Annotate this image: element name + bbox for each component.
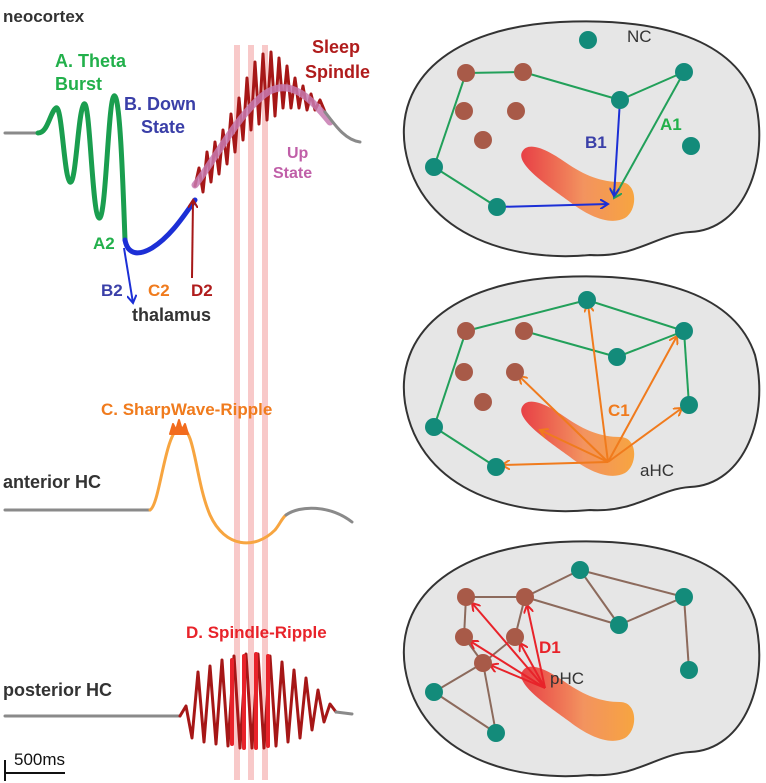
brown-nodes-mid bbox=[455, 322, 533, 411]
phc-label: pHC bbox=[550, 669, 584, 688]
anterior-hc-label: anterior HC bbox=[3, 472, 101, 492]
down-state-label-line1: B. Down bbox=[124, 94, 196, 114]
d2-arrow bbox=[192, 200, 193, 279]
brown-nodes-bot bbox=[455, 588, 534, 672]
a2-label: A2 bbox=[93, 234, 115, 253]
teal-nodes bbox=[425, 31, 700, 216]
baseline-right bbox=[323, 110, 362, 144]
b1-arrow-horizontal bbox=[496, 204, 608, 207]
down-state-trough bbox=[122, 197, 198, 256]
green-network-edges bbox=[433, 71, 685, 208]
theta-burst-wave bbox=[35, 93, 128, 243]
orange-arrows bbox=[502, 304, 682, 465]
scale-bar-label: 500ms bbox=[14, 750, 65, 769]
posterior-hc-trace bbox=[3, 652, 354, 750]
up-state-label-line1: Up bbox=[287, 145, 309, 162]
a1-label: A1 bbox=[660, 115, 682, 134]
brain-top: NC B1 A1 bbox=[402, 20, 761, 258]
teal-nodes-bot bbox=[425, 561, 698, 742]
brain-top-outline bbox=[402, 20, 761, 258]
a1-arrow bbox=[614, 71, 685, 198]
up-state-envelope bbox=[191, 84, 334, 189]
neocortex-trace bbox=[3, 50, 362, 256]
sharp-wave bbox=[148, 426, 288, 545]
c1-label: C1 bbox=[608, 401, 630, 420]
teal-nodes-mid bbox=[425, 291, 698, 476]
ripple-bursts bbox=[230, 652, 270, 750]
d1-label: D1 bbox=[539, 638, 561, 657]
up-state-label-line2: State bbox=[273, 165, 312, 182]
d2-label: D2 bbox=[191, 281, 213, 300]
b2-label: B2 bbox=[101, 281, 123, 300]
ripple-peak bbox=[169, 419, 189, 435]
thalamus-label: thalamus bbox=[132, 305, 211, 325]
red-arrows bbox=[470, 603, 546, 689]
down-state-label-line2: State bbox=[141, 117, 185, 137]
posterior-hc-label: posterior HC bbox=[3, 680, 112, 700]
brown-nodes bbox=[455, 63, 532, 149]
brain-mid-outline bbox=[402, 275, 761, 513]
sharpwave-ripple-title: C. SharpWave-Ripple bbox=[101, 400, 272, 419]
brain-mid: C1 aHC bbox=[402, 275, 761, 513]
c2-label: C2 bbox=[148, 281, 170, 300]
sleep-spindle-label-line1: Sleep bbox=[312, 37, 360, 57]
b2-arrow bbox=[123, 247, 133, 303]
hippocampus-bot bbox=[521, 666, 635, 741]
nc-label: NC bbox=[627, 27, 652, 46]
brain-bot: D1 pHC bbox=[402, 540, 761, 778]
sleep-spindle-label-line2: Spindle bbox=[305, 62, 370, 82]
ahc-label: aHC bbox=[640, 461, 674, 480]
spindle-ripple-title: D. Spindle-Ripple bbox=[186, 623, 327, 642]
ripple-time-stripes bbox=[234, 45, 268, 780]
hippocampus-mid bbox=[521, 401, 635, 476]
theta-burst-label-line2: Burst bbox=[55, 74, 102, 94]
b1-arrow-vertical bbox=[614, 99, 621, 196]
anterior-hc-trace bbox=[3, 419, 354, 545]
b1-label: B1 bbox=[585, 133, 607, 152]
theta-burst-label-line1: A. Theta bbox=[55, 51, 127, 71]
neocortex-label: neocortex bbox=[3, 7, 85, 26]
